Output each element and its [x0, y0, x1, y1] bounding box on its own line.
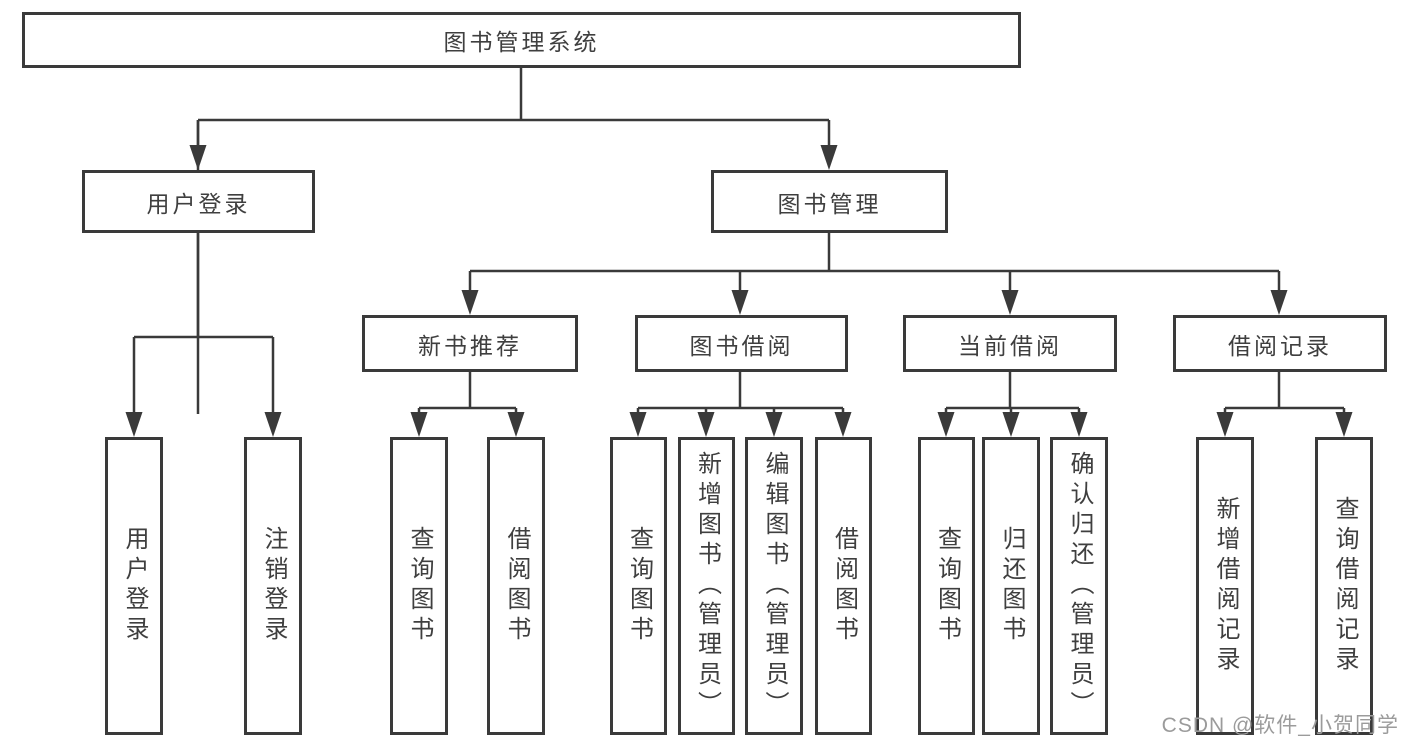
node-label: 新增借阅记录 — [1212, 496, 1239, 676]
leaf-query-book-3: 查询图书 — [918, 437, 975, 735]
node-label: 用户登录 — [121, 526, 148, 646]
node-book-management: 图书管理 — [711, 170, 948, 233]
node-label: 借阅图书 — [830, 526, 858, 646]
node-label: 图书管理系统 — [443, 29, 600, 55]
node-label: 注销登录 — [260, 526, 287, 646]
leaf-edit-book-admin: 编辑图书（管理员） — [745, 437, 803, 735]
leaf-query-book-1: 查询图书 — [390, 437, 448, 735]
node-label: 借阅记录 — [1228, 332, 1332, 359]
leaf-query-book-2: 查询图书 — [610, 437, 667, 735]
node-library-management-system: 图书管理系统 — [22, 12, 1021, 68]
leaf-add-book-admin: 新增图书（管理员） — [678, 437, 735, 735]
node-label: 查询图书 — [625, 526, 653, 646]
node-current-borrow: 当前借阅 — [903, 315, 1117, 372]
node-label: 查询借阅记录 — [1331, 496, 1358, 676]
node-label: 确认归还（管理员） — [1066, 451, 1093, 721]
node-label: 新增图书（管理员） — [693, 451, 721, 721]
leaf-borrow-book-1: 借阅图书 — [487, 437, 545, 735]
node-label: 图书管理 — [777, 190, 882, 217]
node-book-borrow: 图书借阅 — [635, 315, 848, 372]
leaf-return-book: 归还图书 — [982, 437, 1040, 735]
node-label: 归还图书 — [998, 526, 1025, 646]
leaf-add-borrow-record: 新增借阅记录 — [1196, 437, 1254, 735]
node-label: 用户登录 — [146, 190, 251, 217]
csdn-watermark: CSDN @软件_小贺同学 — [1161, 714, 1399, 737]
node-label: 借阅图书 — [503, 526, 530, 646]
connector-paths — [132, 68, 1346, 414]
node-label: 当前借阅 — [958, 332, 1062, 359]
node-user-login: 用户登录 — [82, 170, 315, 233]
node-borrow-record: 借阅记录 — [1173, 315, 1387, 372]
node-label: 编辑图书（管理员） — [761, 451, 788, 721]
node-label: 查询图书 — [406, 526, 433, 646]
node-label: 新书推荐 — [418, 332, 522, 359]
arrowheads — [125, 145, 1353, 437]
leaf-confirm-return-admin: 确认归还（管理员） — [1050, 437, 1108, 735]
leaf-query-borrow-record: 查询借阅记录 — [1315, 437, 1373, 735]
leaf-borrow-book-2: 借阅图书 — [815, 437, 872, 735]
node-label: 图书借阅 — [689, 332, 794, 359]
node-label: 查询图书 — [933, 526, 961, 646]
node-new-book-recommend: 新书推荐 — [362, 315, 578, 372]
leaf-user-login: 用户登录 — [105, 437, 163, 735]
leaf-logout: 注销登录 — [244, 437, 302, 735]
